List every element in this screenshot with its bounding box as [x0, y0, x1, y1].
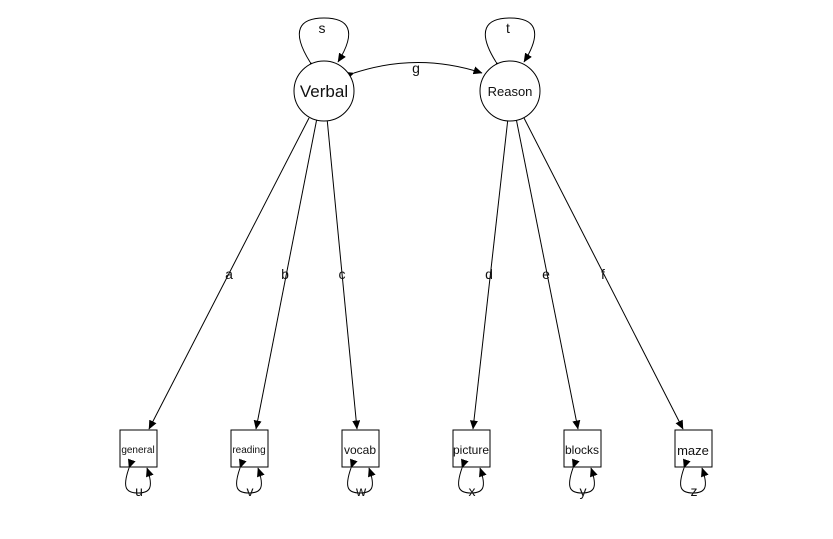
error-label-picture: x — [469, 483, 476, 499]
error-label-vocab: w — [355, 483, 367, 499]
observed-label-general: general — [121, 445, 154, 456]
observed-label-blocks: blocks — [565, 443, 599, 457]
error-loop-picture — [458, 458, 487, 494]
error-loop-reading — [236, 458, 265, 494]
latent-node-reason — [479, 60, 541, 122]
loading-arrow-reading — [253, 117, 318, 430]
observed-label-maze: maze — [677, 443, 709, 458]
loading-arrow-maze — [523, 117, 684, 430]
loading-label-blocks: e — [542, 266, 550, 282]
error-label-maze: z — [691, 483, 698, 499]
loading-arrow-vocab — [326, 117, 361, 430]
reason-variance-loop — [484, 17, 536, 72]
loading-label-maze: f — [601, 266, 605, 282]
error-label-general: u — [135, 483, 143, 499]
loading-arrow-general — [148, 117, 310, 430]
error-label-blocks: y — [580, 483, 587, 499]
latent-node-verbal — [293, 60, 355, 122]
loading-label-general: a — [225, 266, 233, 282]
loading-arrow-picture — [469, 117, 509, 430]
loading-label-picture: d — [485, 266, 493, 282]
error-loop-vocab — [347, 458, 376, 494]
verbal-variance-label: s — [319, 20, 326, 36]
observed-label-picture: picture — [453, 443, 489, 457]
observed-label-reading: reading — [232, 445, 265, 456]
verbal-variance-loop — [298, 17, 350, 72]
error-loop-general — [125, 458, 154, 494]
error-loop-maze — [680, 458, 709, 494]
covariance-arrow — [344, 62, 483, 80]
loading-label-vocab: c — [339, 266, 346, 282]
loading-label-reading: b — [281, 266, 289, 282]
observed-label-vocab: vocab — [344, 443, 376, 457]
covariance-label: g — [412, 60, 420, 76]
reason-variance-label: t — [506, 20, 510, 36]
error-loop-blocks — [569, 458, 598, 494]
error-label-reading: v — [247, 483, 254, 499]
latent-label-verbal: Verbal — [300, 82, 348, 101]
latent-label-reason: Reason — [488, 84, 533, 99]
loading-arrow-blocks — [515, 117, 581, 430]
